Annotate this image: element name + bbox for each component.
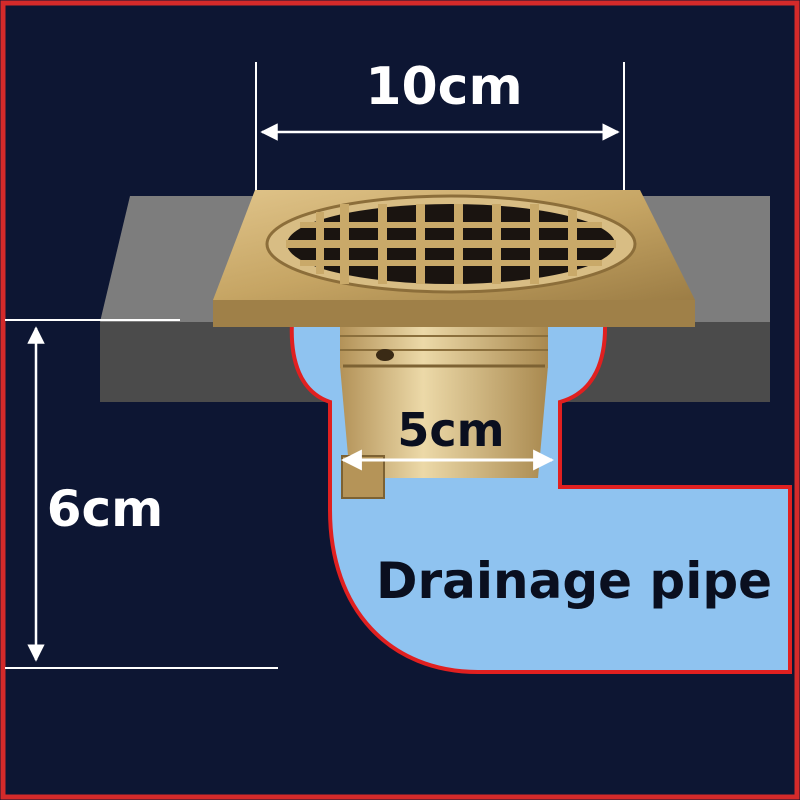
drainage-pipe-label: Drainage pipe [376, 552, 772, 610]
dimension-top [255, 62, 625, 190]
drain-grate [213, 190, 695, 327]
width-pipe-label: 5cm [397, 403, 504, 457]
dimension-side [5, 319, 278, 669]
height-side-label: 6cm [47, 480, 164, 538]
width-top-label: 10cm [365, 57, 522, 117]
